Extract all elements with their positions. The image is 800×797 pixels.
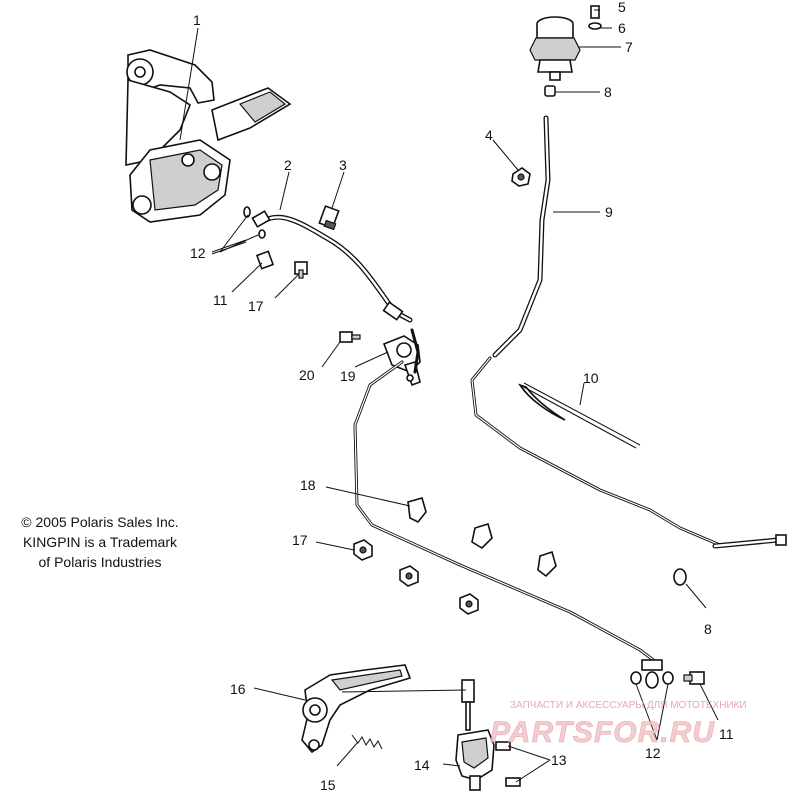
return-spring — [351, 734, 383, 750]
copyright-notice: © 2005 Polaris Sales Inc. KINGPIN is a T… — [0, 512, 200, 572]
watermark-caption: ЗАПЧАСТИ И АКСЕССУАРЫ ДЛЯ МОТОТЕХНИКИ — [510, 700, 747, 711]
caliper-bolt-upper — [294, 261, 308, 279]
watermark: ЗАПЧАСТИ И АКСЕССУАРЫ ДЛЯ МОТОТЕХНИКИ PA… — [490, 700, 747, 749]
callout-14: 14 — [414, 757, 430, 773]
callout-2: 2 — [284, 157, 292, 173]
line-clips — [407, 497, 557, 578]
callout-4: 4 — [485, 127, 493, 143]
banjo-bolt-lower — [683, 671, 705, 685]
callout-15: 15 — [320, 777, 336, 793]
callout-9: 9 — [605, 204, 613, 220]
banjo-washers-upper — [243, 206, 266, 239]
callout-13: 13 — [551, 752, 567, 768]
rear-brake-line — [470, 356, 787, 549]
hose-clamp-upper — [544, 85, 556, 97]
copyright-line-1: © 2005 Polaris Sales Inc. — [21, 514, 179, 530]
callout-labels: 1 2 3 4 5 6 7 8 9 12 11 17 20 19 10 18 1… — [190, 0, 734, 793]
leader-lines — [179, 9, 719, 783]
callout-1: 1 — [193, 12, 201, 28]
junction-bolt — [339, 331, 361, 343]
master-cylinder-pushrod — [461, 679, 475, 731]
callout-11-lower: 11 — [719, 726, 734, 742]
callout-20: 20 — [299, 367, 315, 383]
bleeder-fitting — [318, 205, 340, 231]
callout-10: 10 — [583, 370, 599, 386]
callout-17-lower: 17 — [292, 532, 308, 548]
callout-8-upper: 8 — [604, 84, 612, 100]
callout-7: 7 — [625, 39, 633, 55]
callout-19: 19 — [340, 368, 356, 384]
master-cylinder-bolts — [495, 741, 521, 787]
brake-line-junction — [382, 335, 421, 387]
hose-fitting — [511, 167, 531, 187]
banjo-washers-lower — [630, 659, 674, 689]
brake-pedal — [301, 664, 412, 754]
watermark-logo: PARTSFOR.RU — [490, 716, 715, 749]
reservoir-washer — [588, 22, 602, 30]
callout-18: 18 — [300, 477, 316, 493]
callout-3: 3 — [339, 157, 347, 173]
callout-17-upper: 17 — [248, 298, 264, 314]
copyright-line-2: KINGPIN is a Trademark — [22, 534, 178, 550]
callout-11-upper: 11 — [213, 292, 228, 308]
cable-tie — [518, 382, 641, 449]
mounting-nuts — [353, 539, 479, 615]
callout-8-lower: 8 — [704, 621, 712, 637]
callout-12-lower: 12 — [645, 745, 661, 761]
master-cylinder — [455, 729, 495, 791]
reservoir-hose — [492, 115, 551, 358]
hose-clamp-lower — [673, 568, 687, 586]
callout-5: 5 — [618, 0, 626, 15]
brake-fluid-reservoir — [529, 16, 581, 81]
callout-12-upper: 12 — [190, 245, 206, 261]
brake-caliper-assembly — [125, 49, 292, 223]
callout-6: 6 — [618, 20, 626, 36]
copyright-line-3: of Polaris Industries — [38, 554, 162, 570]
front-brake-hose — [251, 210, 413, 323]
callout-16: 16 — [230, 681, 246, 697]
rigid-brake-line — [353, 328, 662, 667]
reservoir-screw — [590, 5, 600, 19]
